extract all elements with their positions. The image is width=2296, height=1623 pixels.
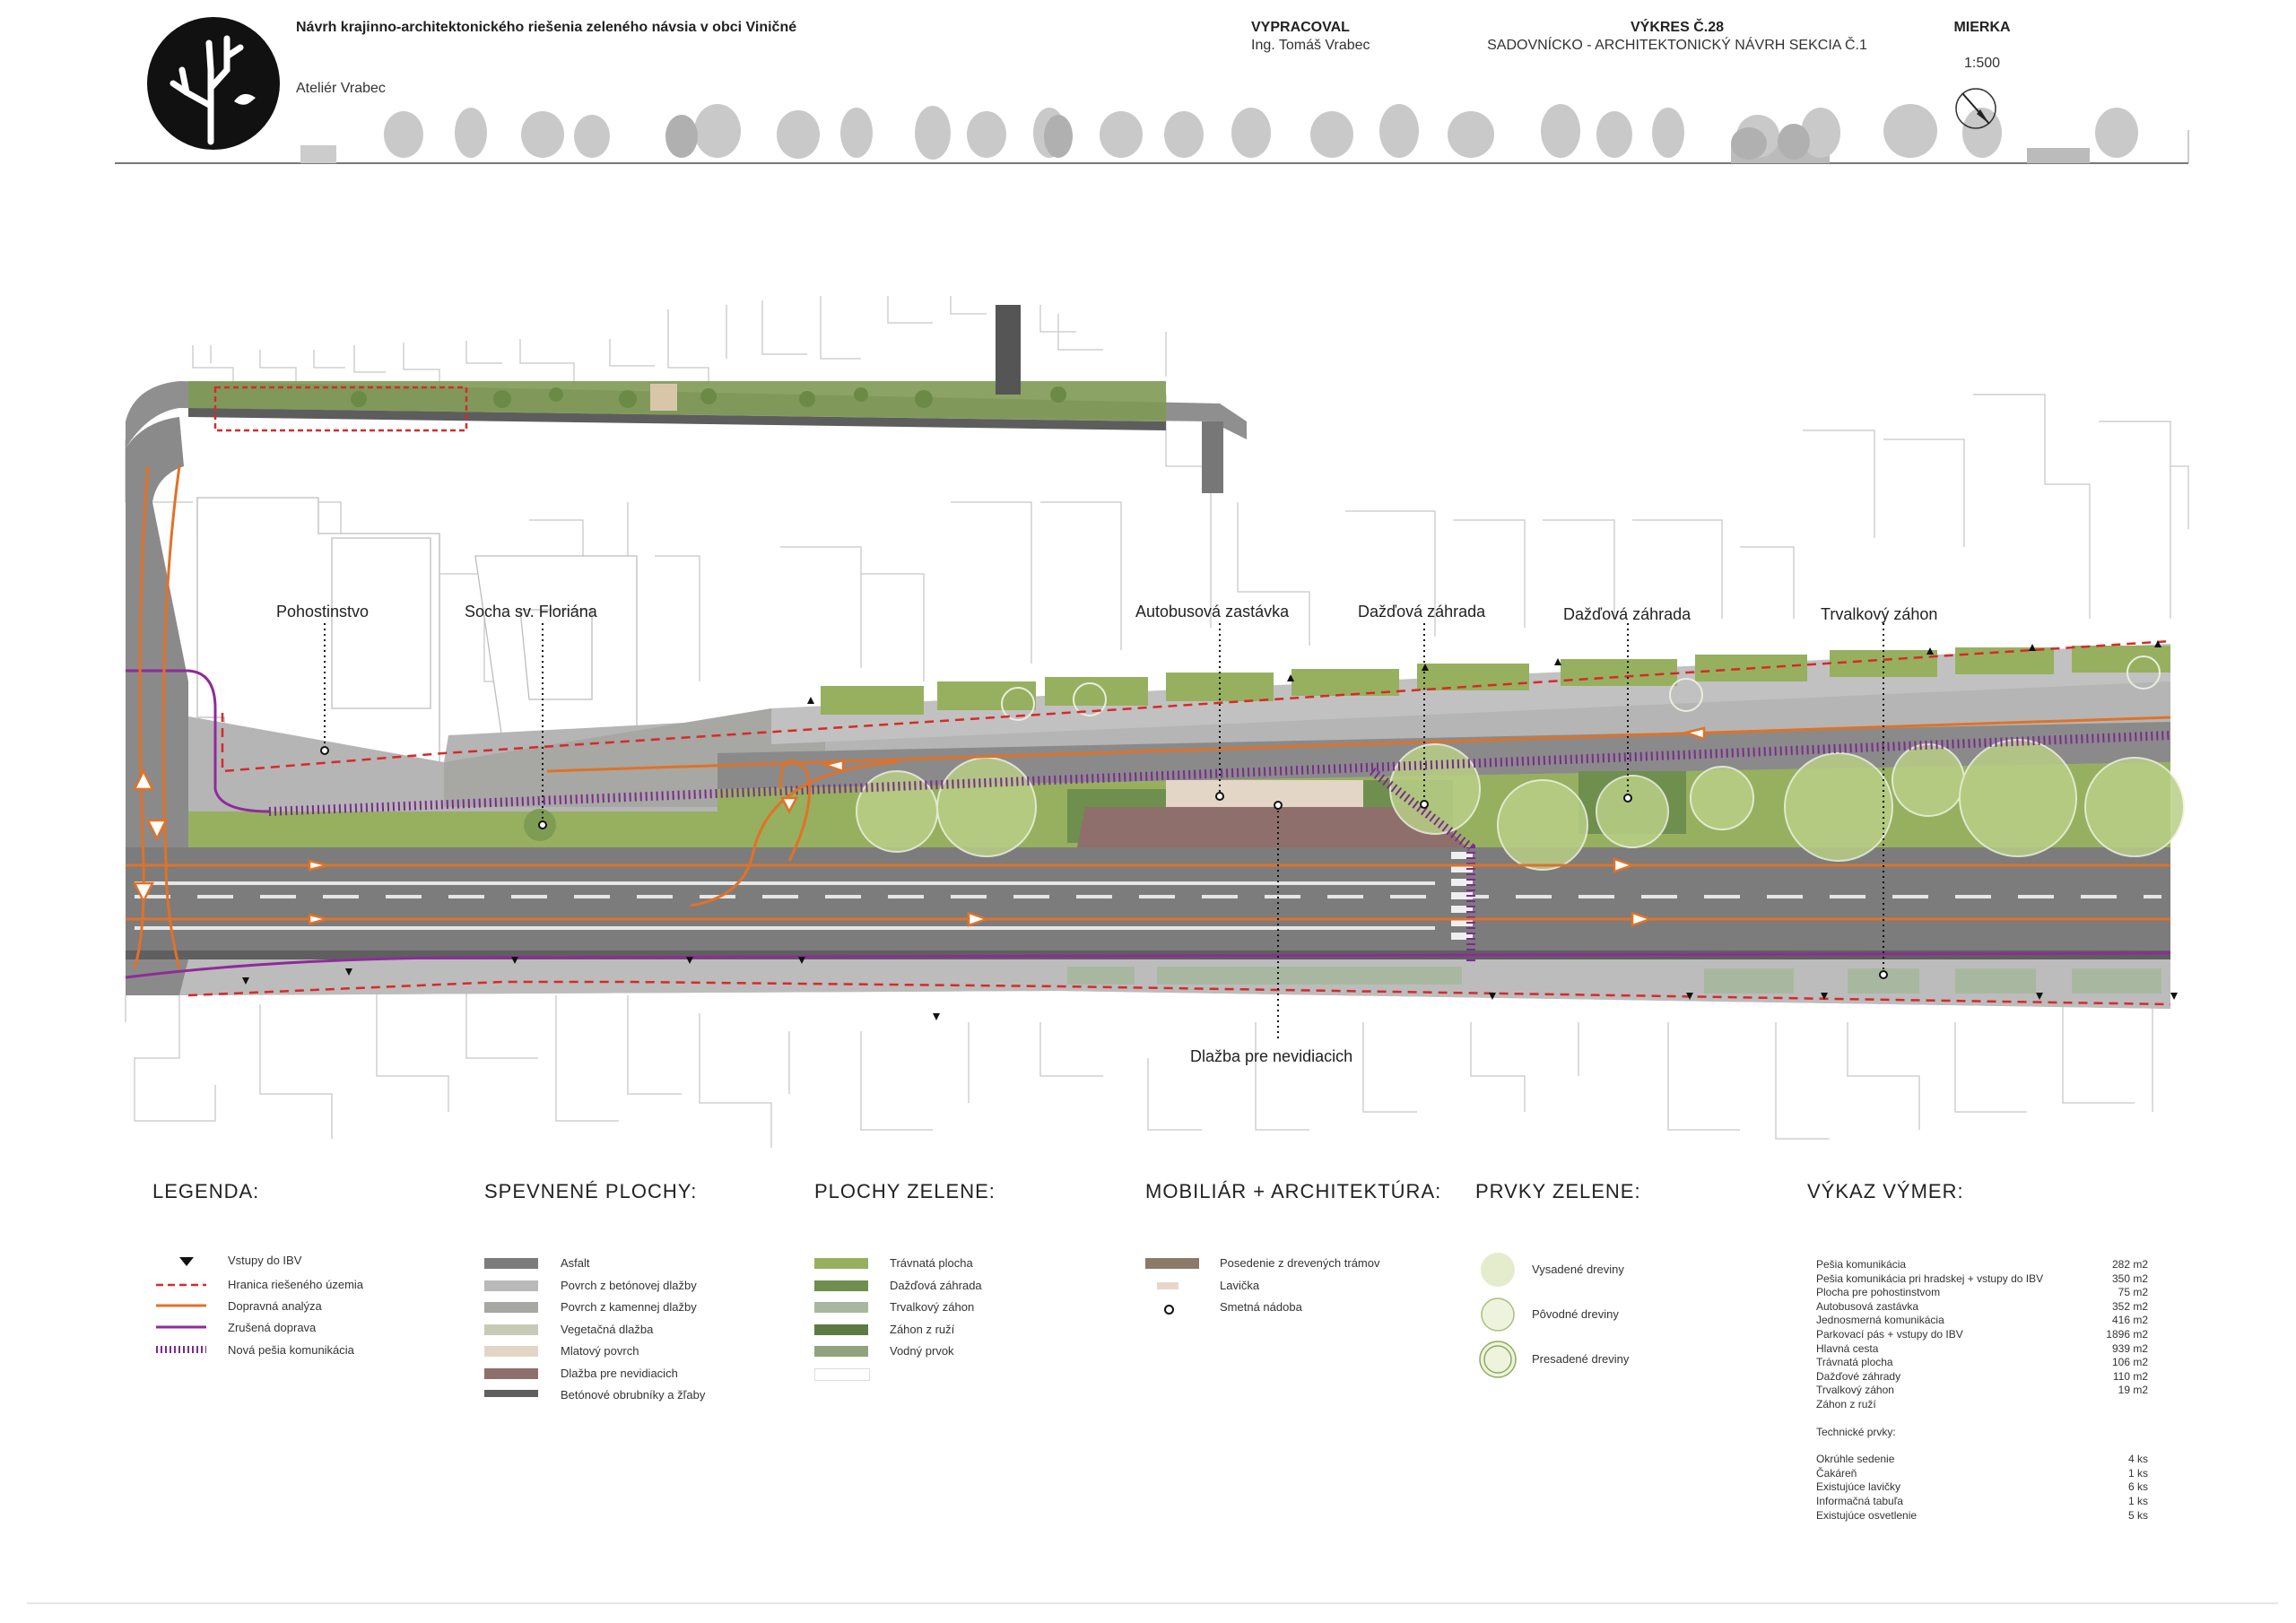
label-dazdova-2: Dažďová záhrada xyxy=(1563,605,1692,623)
spevnene-item-2: Povrch z kamennej dlažby xyxy=(561,1300,697,1314)
label-pohostinstvo: Pohostinstvo xyxy=(276,603,370,621)
mobiliar-item-2: Smetná nádoba xyxy=(1220,1300,1302,1314)
entry-triangle-icon xyxy=(179,1257,194,1266)
spevnene-item-4: Mlatový povrch xyxy=(561,1344,639,1358)
original-tree-icon xyxy=(1481,1298,1515,1332)
swatch-lavicka xyxy=(1157,1282,1178,1289)
legend-item-pesia: Nová pešia komunikácia xyxy=(228,1343,354,1357)
spevnene-item-5: Dlažba pre nevidiacich xyxy=(561,1367,678,1380)
label-dazdova-1: Dažďová záhrada xyxy=(1358,603,1486,621)
swatch-empty xyxy=(814,1368,870,1381)
swatch-trvalkovy xyxy=(814,1302,868,1313)
legend-item-zrusena: Zrušená doprava xyxy=(228,1321,317,1334)
scale-label: MIERKA xyxy=(1953,20,2011,35)
logo xyxy=(146,16,281,151)
swatch-betonova xyxy=(484,1280,538,1291)
swatch-obrubniky xyxy=(484,1390,538,1397)
swatch-asfalt xyxy=(484,1258,538,1269)
mobiliar-item-0: Posedenie z drevených trámov xyxy=(1220,1256,1380,1270)
building-outlines xyxy=(125,296,2189,1148)
drawing-name: SADOVNÍCKO - ARCHITEKTONICKÝ NÁVRH SEKCI… xyxy=(1487,38,1867,53)
zelen-item-3: Záhon z ruží xyxy=(890,1323,955,1336)
scale-value: 1:500 xyxy=(1963,56,2001,71)
swatch-mlatovy xyxy=(484,1346,538,1357)
vykaz-row: Pešia komunikácia pri hradskej + vstupy … xyxy=(1816,1271,2148,1285)
swatch-vegetacna xyxy=(484,1324,538,1335)
legend-symbols xyxy=(156,1257,206,1353)
prvky-item-1: Pôvodné dreviny xyxy=(1532,1307,1619,1321)
label-socha: Socha sv. Floriána xyxy=(465,603,597,621)
spevnene-item-6: Betónové obrubníky a žľaby xyxy=(561,1388,706,1402)
prvky-title: PRVKY ZELENE: xyxy=(1475,1180,1641,1202)
swatch-travnata xyxy=(814,1258,868,1269)
moved-tree-icon xyxy=(1479,1341,1517,1378)
mobiliar-item-1: Lavička xyxy=(1220,1279,1260,1292)
swatch-vodny xyxy=(814,1346,868,1357)
prvky-symbols xyxy=(1479,1253,1517,1378)
trash-bin-icon xyxy=(1164,1305,1174,1315)
zelen-item-0: Trávnatá plocha xyxy=(890,1256,973,1270)
label-dlazba: Dlažba pre nevidiacich xyxy=(1190,1047,1353,1065)
spevnene-item-0: Asfalt xyxy=(561,1256,590,1270)
legend-item-dopravna: Dopravná analýza xyxy=(228,1299,322,1313)
label-zastavka: Autobusová zastávka xyxy=(1135,603,1290,621)
north-arrow-icon xyxy=(1953,86,1998,131)
swatch-dazdova xyxy=(814,1280,868,1291)
swatch-posedenie xyxy=(1145,1258,1199,1269)
tech-title: Technické prvky: xyxy=(1816,1425,1896,1438)
studio-name: Ateliér Vrabec xyxy=(296,81,386,96)
spevnene-item-1: Povrch z betónovej dlažby xyxy=(561,1279,697,1292)
spevnene-title: SPEVNENÉ PLOCHY: xyxy=(484,1180,698,1202)
page-bottom-rule xyxy=(27,1602,2278,1604)
drawing-number: VÝKRES Č.28 xyxy=(1630,20,1725,35)
prepared-by: Ing. Tomáš Vrabec xyxy=(1251,38,1370,53)
prvky-item-0: Vysadené dreviny xyxy=(1532,1263,1624,1276)
legend-item-hranica: Hranica riešeného územia xyxy=(228,1278,364,1291)
prepared-label: VYPRACOVAL xyxy=(1251,20,1350,35)
legend-item-vstupy: Vstupy do IBV xyxy=(228,1254,302,1267)
header-tree-silhouettes xyxy=(115,104,2189,164)
swatch-nevidiaci xyxy=(484,1368,538,1379)
zelen-title: PLOCHY ZELENE: xyxy=(814,1180,996,1202)
prvky-item-2: Presadené dreviny xyxy=(1532,1352,1630,1366)
spevnene-item-3: Vegetačná dlažba xyxy=(561,1323,654,1336)
swatch-kamenna xyxy=(484,1302,538,1313)
vykaz-row: Záhon z ruží xyxy=(1816,1397,1876,1410)
zelen-item-4: Vodný prvok xyxy=(890,1344,954,1358)
zelen-item-1: Dažďová záhrada xyxy=(890,1279,982,1292)
swatch-ruze xyxy=(814,1324,868,1335)
mobiliar-title: MOBILIÁR + ARCHITEKTÚRA: xyxy=(1145,1180,1442,1202)
planted-tree-icon xyxy=(1481,1253,1515,1287)
project-title: Návrh krajinno-architektonického riešeni… xyxy=(296,20,797,35)
legend-title: LEGENDA: xyxy=(152,1180,260,1202)
vykaz-title: VÝKAZ VÝMER: xyxy=(1807,1180,1964,1202)
label-trvalkovy: Trvalkový záhon xyxy=(1821,605,1938,623)
zelen-item-2: Trvalkový záhon xyxy=(890,1300,975,1314)
logo-tree-icon xyxy=(147,17,280,150)
